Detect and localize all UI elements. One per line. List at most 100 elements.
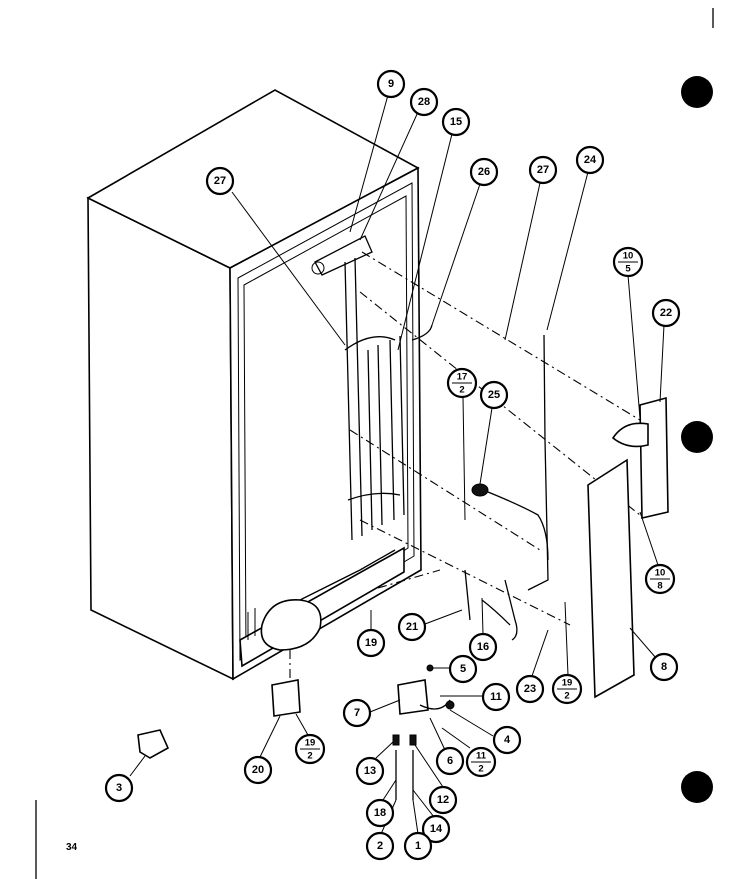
svg-text:8: 8: [657, 581, 662, 592]
condenser-tube-6: [399, 335, 405, 516]
callout-19: 19: [356, 628, 386, 658]
svg-text:5: 5: [625, 264, 631, 275]
leader-22: [659, 324, 665, 403]
leader-12: [414, 744, 444, 788]
leader-13: [375, 741, 394, 759]
svg-text:7: 7: [354, 707, 360, 719]
binder-hole-middle: [681, 421, 713, 453]
drain-tube: [411, 324, 433, 341]
svg-text:1: 1: [415, 840, 421, 852]
callout-28: 28: [409, 87, 439, 117]
callout-23: 23: [515, 674, 545, 704]
tube-clamp: [504, 579, 518, 641]
condenser-tube-4: [377, 344, 383, 526]
svg-text:6: 6: [447, 755, 453, 767]
callout-10-over-8: 108: [644, 563, 676, 595]
leader-1: [412, 799, 419, 835]
refrigerator-cabinet: [86, 89, 422, 681]
svg-text:10: 10: [623, 251, 634, 262]
callout-27-left: 27: [205, 166, 235, 196]
callout-12: 12: [428, 785, 458, 815]
callout-26: 26: [469, 157, 499, 187]
svg-text:21: 21: [406, 621, 418, 633]
leader-23: [531, 629, 549, 677]
callout-18: 18: [365, 798, 395, 828]
svg-text:19: 19: [305, 738, 316, 749]
control-bracket: [397, 679, 429, 715]
svg-text:26: 26: [478, 166, 490, 178]
callout-4: 4: [492, 725, 522, 755]
svg-text:4: 4: [504, 734, 511, 746]
condenser-tube-5: [389, 339, 395, 521]
svg-text:16: 16: [477, 641, 489, 653]
leader-3: [129, 755, 146, 777]
cabinet-rear-flange: [237, 182, 415, 661]
cover-plate: [639, 396, 669, 520]
svg-text:27: 27: [214, 175, 226, 187]
svg-text:12: 12: [437, 794, 449, 806]
svg-text:18: 18: [374, 807, 386, 819]
assembly-line-1: [361, 251, 641, 421]
callout-27-right: 27: [528, 155, 558, 185]
relay-bracket: [271, 679, 301, 717]
callout-17-over-2: 172: [446, 367, 478, 399]
leader-16: [481, 597, 484, 635]
condenser-bend-top: [344, 336, 396, 351]
svg-text:9: 9: [388, 78, 394, 90]
condenser-header: [314, 235, 373, 276]
leader-19-2b: [564, 601, 569, 676]
leader-27a: [231, 191, 346, 346]
callout-16: 16: [468, 632, 498, 662]
svg-text:2: 2: [459, 385, 464, 396]
leader-19-2a: [295, 713, 309, 736]
svg-text:2: 2: [564, 691, 569, 702]
svg-text:2: 2: [307, 751, 312, 762]
strain-relief-grommet: [471, 483, 489, 497]
svg-text:2: 2: [377, 840, 383, 852]
screw-13: [392, 734, 400, 746]
callout-14: 14: [421, 814, 451, 844]
leader-6: [429, 717, 446, 751]
svg-text:19: 19: [365, 637, 377, 649]
svg-text:20: 20: [252, 764, 264, 776]
callout-6: 6: [435, 746, 465, 776]
callout-10-over-5: 105: [612, 246, 644, 278]
leader-9: [349, 94, 389, 233]
condenser-bend-bottom: [347, 492, 401, 501]
leader-26: [431, 183, 481, 326]
callout-2: 2: [365, 831, 395, 861]
callout-13: 13: [355, 756, 385, 786]
binder-hole-top: [681, 76, 713, 108]
compressor-shell: [260, 599, 322, 651]
power-cord-lead: [487, 491, 549, 561]
svg-text:22: 22: [660, 307, 672, 319]
nut-4: [445, 700, 455, 710]
leader-28: [359, 111, 419, 241]
callout-19-over-2-right: 192: [551, 673, 583, 705]
svg-text:8: 8: [661, 661, 667, 673]
callout-11-over-2: 112: [465, 746, 497, 778]
valve-3: [137, 729, 170, 759]
svg-text:15: 15: [450, 116, 462, 128]
svg-text:23: 23: [524, 683, 536, 695]
svg-text:17: 17: [457, 372, 468, 383]
svg-text:28: 28: [418, 96, 430, 108]
leader-25: [479, 407, 493, 485]
assembly-line-6: [377, 569, 441, 589]
leader-20: [259, 715, 281, 758]
leader-17-2: [462, 396, 466, 521]
page-number: 34: [66, 842, 78, 853]
callout-24: 24: [575, 145, 605, 175]
condenser-tube-3: [367, 349, 373, 531]
cabinet-rear-panel: [229, 166, 422, 681]
callout-1: 1: [403, 831, 433, 861]
binder-hole-bottom: [681, 771, 713, 803]
svg-text:24: 24: [584, 154, 597, 166]
leader-18: [382, 779, 397, 801]
leader-4: [449, 709, 494, 737]
rear-access-panel: [587, 458, 635, 699]
callout-21: 21: [397, 612, 427, 642]
callout-5: 5: [448, 654, 478, 684]
svg-text:11: 11: [476, 751, 487, 762]
